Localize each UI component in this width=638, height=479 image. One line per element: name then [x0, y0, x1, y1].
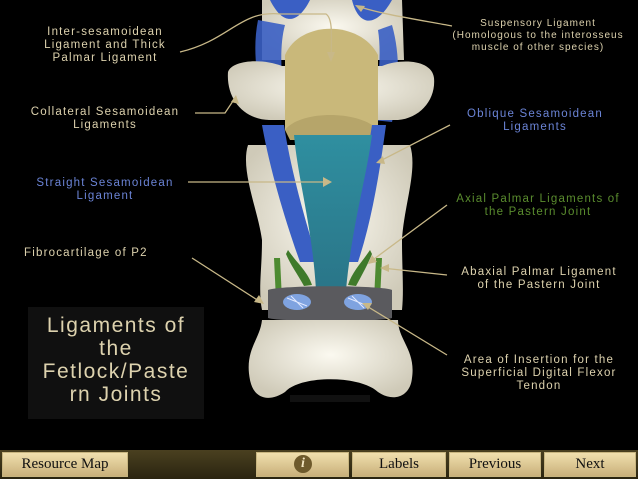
label-insertion: Area of Insertion for the Superficial Di…: [461, 354, 617, 392]
label-abaxial: Abaxial Palmar Ligament of the Pastern J…: [461, 266, 617, 291]
straight-sesamoidean-ligament: [294, 135, 372, 290]
label-oblique: Oblique Sesamoidean Ligaments: [467, 108, 603, 133]
label-collateral: Collateral Sesamoidean Ligaments: [30, 106, 180, 131]
info-button[interactable]: i: [256, 452, 349, 477]
labels-button[interactable]: Labels: [352, 452, 446, 477]
label-inter-sesamoidean: Inter-sesamoidean Ligament and Thick Pal…: [44, 26, 166, 64]
slide-title: Ligaments of the Fetlock/Paste rn Joints: [42, 314, 190, 406]
label-fibrocartilage: Fibrocartilage of P2: [24, 247, 148, 259]
info-icon: i: [294, 455, 312, 473]
label-suspensory: Suspensory Ligament (Homologous to the i…: [452, 18, 624, 53]
intersesamoidean-ligament: [285, 28, 378, 130]
label-axial: Axial Palmar Ligaments of the Pastern Jo…: [456, 193, 620, 218]
previous-button[interactable]: Previous: [449, 452, 541, 477]
resource-map-button[interactable]: Resource Map: [2, 452, 128, 477]
collateral-sesamoidean-ligament: [262, 125, 318, 262]
second-phalanx: [248, 320, 413, 398]
title-panel: [28, 307, 204, 419]
axial-palmar-ligament: [286, 250, 312, 286]
next-button[interactable]: Next: [544, 452, 636, 477]
label-straight: Straight Sesamoidean Ligament: [36, 177, 174, 202]
leader-lines: [179, 5, 453, 356]
